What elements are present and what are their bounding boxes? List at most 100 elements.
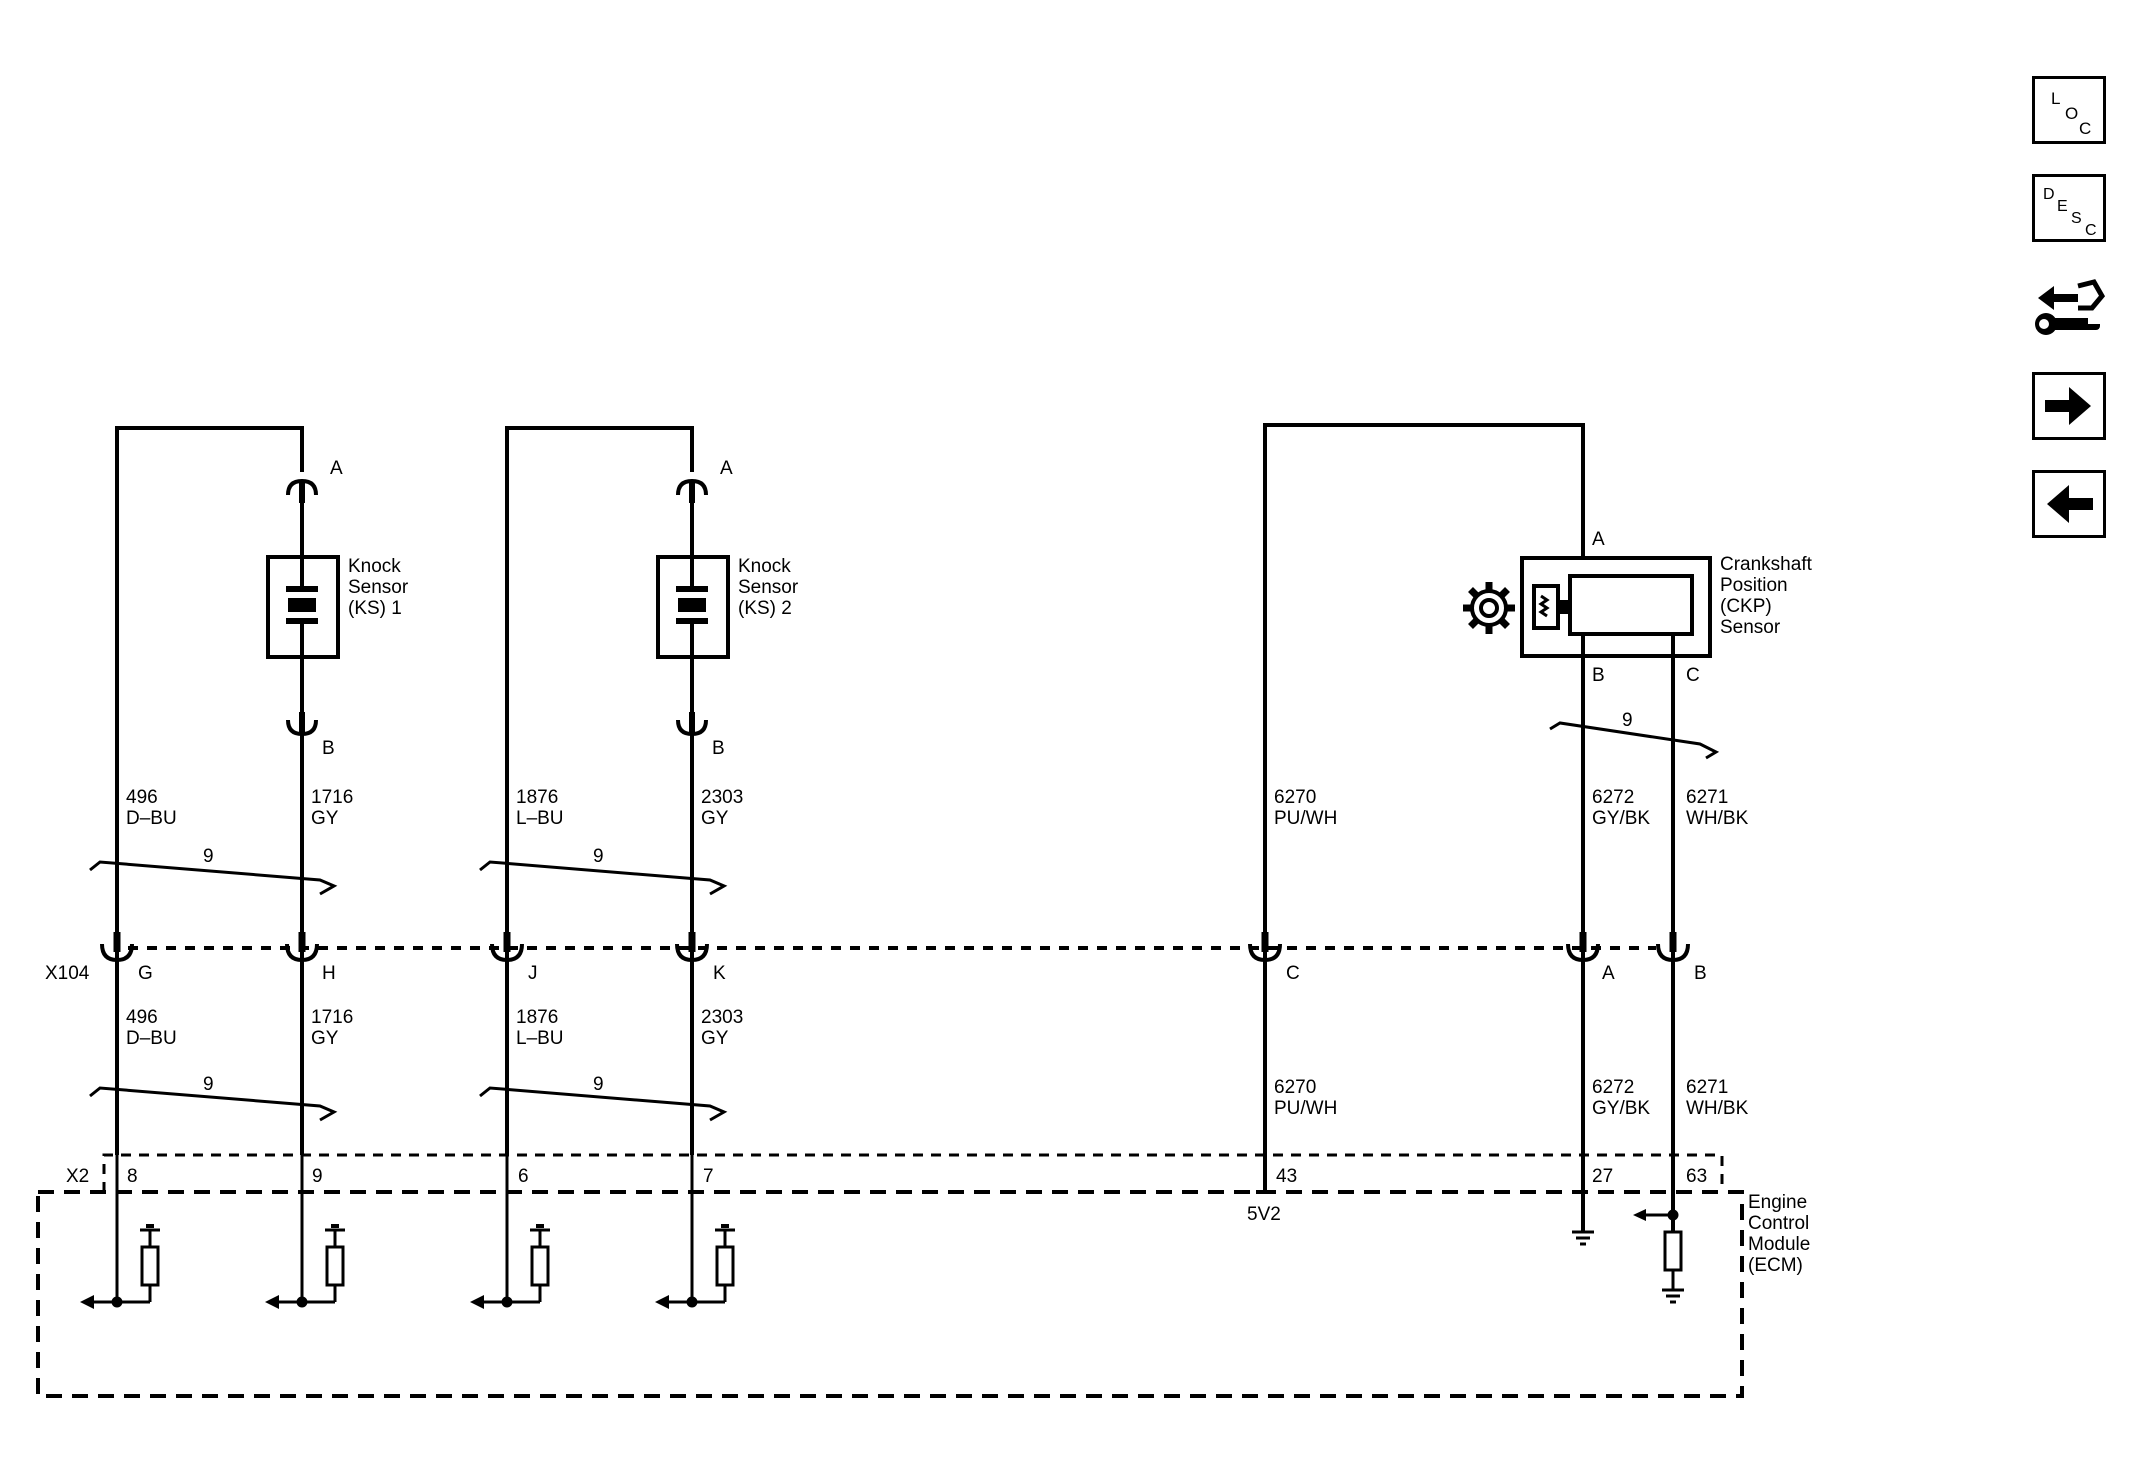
ckp-twist-label: 9 bbox=[1622, 710, 1633, 731]
desc-letter-c: C bbox=[2085, 222, 2097, 239]
loc-letter-c: C bbox=[2079, 119, 2091, 138]
connector-end-view-button[interactable] bbox=[2032, 268, 2112, 344]
ks2-pin-b: B bbox=[712, 738, 725, 759]
ecm-ckp-input bbox=[1633, 1209, 1684, 1304]
ecm-pin-43-label: 43 bbox=[1276, 1166, 1297, 1187]
desc-button[interactable]: D E S C bbox=[2032, 174, 2106, 242]
wire-upper-1-color: GY bbox=[311, 808, 339, 829]
ks1-upper-twist-label: 9 bbox=[203, 846, 214, 867]
wire-lower-2-color: L–BU bbox=[516, 1028, 564, 1049]
wire-upper-2-circuit: 1876 bbox=[516, 787, 558, 808]
ecm-x2-connector-outline bbox=[102, 1153, 1724, 1192]
ks2-piezo-element bbox=[678, 598, 706, 612]
ckp-sensor-body bbox=[1568, 574, 1694, 636]
arrow-left-icon bbox=[2047, 485, 2093, 523]
loc-letter-o: O bbox=[2065, 104, 2078, 123]
ks1-name-line1: Knock bbox=[348, 556, 401, 577]
wire-lower-5-circuit: 6272 bbox=[1592, 1077, 1634, 1098]
ks2-connector-b bbox=[676, 710, 708, 736]
wire-upper-0-circuit: 496 bbox=[126, 787, 158, 808]
gear-icon bbox=[1463, 582, 1515, 634]
ecm-ground-27 bbox=[1572, 1230, 1594, 1246]
wire-lower-6-circuit: 6271 bbox=[1686, 1077, 1728, 1098]
ckp-name-line4: Sensor bbox=[1720, 617, 1781, 638]
ckp-pin-b: B bbox=[1592, 665, 1605, 686]
wire-upper-4-color: PU/WH bbox=[1274, 808, 1337, 829]
ks2-connector-a bbox=[676, 479, 708, 505]
arrow-right-icon bbox=[2045, 387, 2091, 425]
next-button[interactable] bbox=[2032, 372, 2106, 440]
ks1-upper-twist bbox=[89, 860, 338, 896]
ecm-pin-63-label: 63 bbox=[1686, 1166, 1707, 1187]
ecm-pin-9-label: 9 bbox=[312, 1166, 323, 1187]
ckp-name-line1: Crankshaft bbox=[1720, 554, 1813, 575]
ckp-pin-a: A bbox=[1592, 529, 1605, 550]
ks2-pin-a: A bbox=[720, 458, 733, 479]
wire-lower-0-circuit: 496 bbox=[126, 1007, 158, 1028]
ecm-name-line3: Module bbox=[1748, 1234, 1810, 1255]
x104-pin-k-label: K bbox=[713, 963, 726, 984]
connector-wrench-icon bbox=[2035, 279, 2106, 335]
ks2-lower-twist-label: 9 bbox=[593, 1074, 604, 1095]
wire-lower-1-circuit: 1716 bbox=[311, 1007, 353, 1028]
wire-upper-0-color: D–BU bbox=[126, 808, 177, 829]
previous-button[interactable] bbox=[2032, 470, 2106, 538]
ckp-name-line2: Position bbox=[1720, 575, 1788, 596]
ecm-pin-7-label: 7 bbox=[703, 1166, 714, 1187]
ecm-x2-label: X2 bbox=[66, 1166, 89, 1187]
ks1-piezo-element bbox=[288, 598, 316, 612]
ckp-name-line3: (CKP) bbox=[1720, 596, 1772, 617]
desc-letter-e: E bbox=[2057, 198, 2068, 215]
ecm-pin-8-label: 8 bbox=[127, 1166, 138, 1187]
ckp-circuit bbox=[1263, 423, 1712, 1260]
ks1-connector-b bbox=[286, 710, 318, 736]
ecm-name-line1: Engine bbox=[1748, 1192, 1807, 1213]
loc-letter-l: L bbox=[2051, 89, 2060, 108]
ks1-circuit bbox=[115, 426, 340, 1155]
ecm-module-boundary bbox=[36, 1190, 1744, 1398]
wire-lower-5-color: GY/BK bbox=[1592, 1098, 1650, 1119]
wire-lower-4-color: PU/WH bbox=[1274, 1098, 1337, 1119]
x104-pin-b-label: B bbox=[1694, 963, 1707, 984]
desc-letter-s: S bbox=[2071, 210, 2082, 227]
wire-upper-3-circuit: 2303 bbox=[701, 787, 743, 808]
x104-pin-h-label: H bbox=[322, 963, 336, 984]
wire-lower-1-color: GY bbox=[311, 1028, 339, 1049]
wire-lower-2-circuit: 1876 bbox=[516, 1007, 558, 1028]
ks1-name-line3: (KS) 1 bbox=[348, 598, 402, 619]
wire-lower-0-color: D–BU bbox=[126, 1028, 177, 1049]
x104-pin-c-label: C bbox=[1286, 963, 1300, 984]
wire-lower-4-circuit: 6270 bbox=[1274, 1077, 1316, 1098]
ckp-twisted-pair-marker bbox=[1549, 721, 1720, 760]
loc-button[interactable]: L O C bbox=[2032, 76, 2106, 144]
ks1-name-line2: Sensor bbox=[348, 577, 409, 598]
ks2-upper-twist bbox=[479, 860, 728, 896]
x104-pin-a-label: A bbox=[1602, 963, 1615, 984]
wire-lower-6-color: WH/BK bbox=[1686, 1098, 1749, 1119]
ks1-lower-twist bbox=[89, 1086, 338, 1122]
loc-icon: L O C bbox=[2051, 89, 2091, 138]
ks2-lower-twist bbox=[479, 1086, 728, 1122]
ecm-name-line4: (ECM) bbox=[1748, 1255, 1803, 1276]
wire-lower-3-circuit: 2303 bbox=[701, 1007, 743, 1028]
wire-upper-2-color: L–BU bbox=[516, 808, 564, 829]
ks1-lower-twist-label: 9 bbox=[203, 1074, 214, 1095]
ecm-ks-inputs bbox=[80, 1155, 735, 1309]
wire-upper-5-color: GY/BK bbox=[1592, 808, 1650, 829]
desc-icon: D E S C bbox=[2043, 186, 2097, 239]
ecm-pin-27-label: 27 bbox=[1592, 1166, 1613, 1187]
ecm-name-line2: Control bbox=[1748, 1213, 1809, 1234]
ks1-pin-b: B bbox=[322, 738, 335, 759]
x104-pin-j-label: J bbox=[528, 963, 538, 984]
ks2-name-line2: Sensor bbox=[738, 577, 799, 598]
x104-label: X104 bbox=[45, 963, 90, 984]
wire-upper-5-circuit: 6272 bbox=[1592, 787, 1634, 808]
wire-upper-3-color: GY bbox=[701, 808, 729, 829]
ecm-pin-6-label: 6 bbox=[518, 1166, 529, 1187]
desc-letter-d: D bbox=[2043, 186, 2055, 203]
wire-upper-6-color: WH/BK bbox=[1686, 808, 1749, 829]
ckp-pin-c: C bbox=[1686, 665, 1700, 686]
ks1-connector-a bbox=[286, 479, 318, 505]
wire-upper-4-circuit: 6270 bbox=[1274, 787, 1316, 808]
